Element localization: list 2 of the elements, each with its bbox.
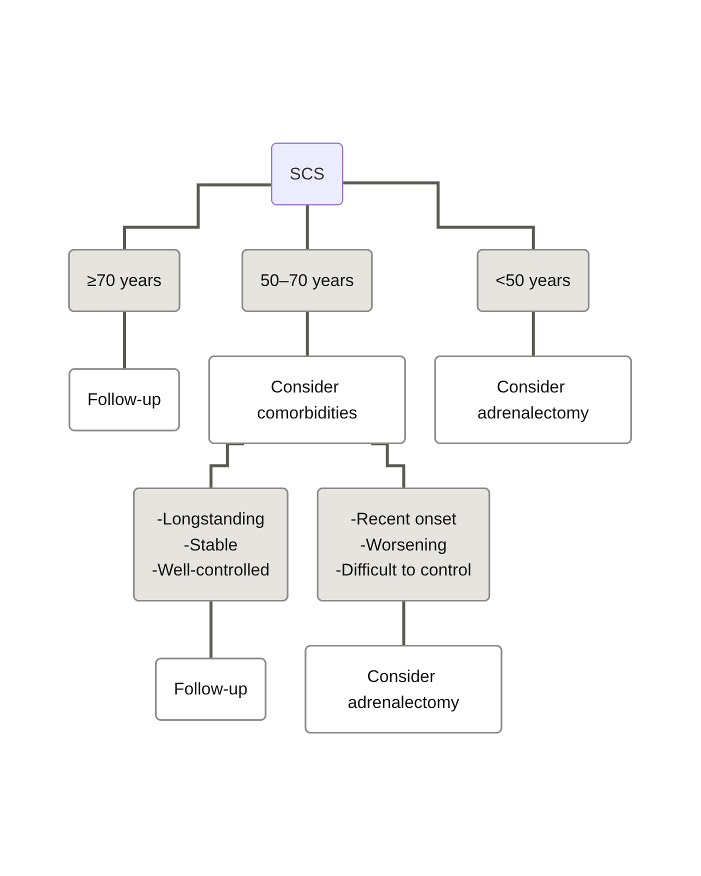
connector	[123, 310, 127, 371]
connector	[210, 600, 214, 660]
